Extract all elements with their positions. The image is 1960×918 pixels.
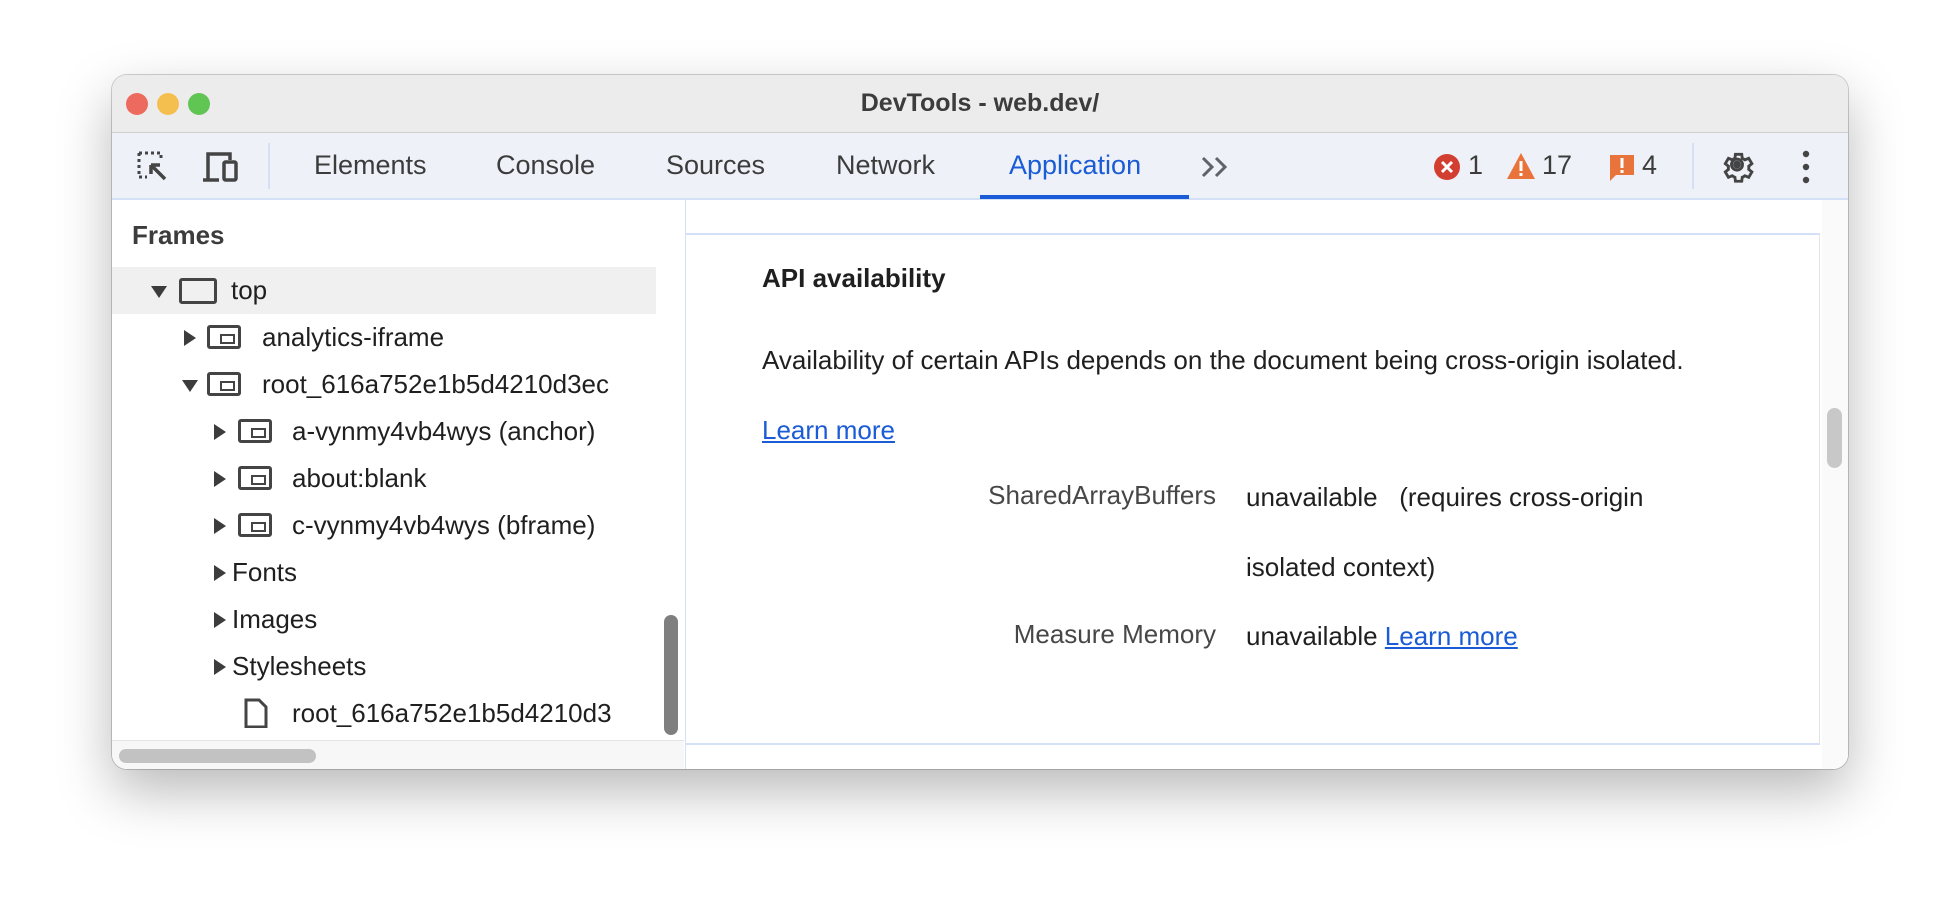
error-count[interactable]: 1 [1468,150,1484,180]
vertical-scrollbar-thumb[interactable] [664,615,678,735]
collapsed-arrow-icon[interactable] [184,330,196,346]
collapsed-arrow-icon[interactable] [214,612,226,628]
tree-item-anchor[interactable]: a-vynmy4vb4wys (anchor) [112,408,656,455]
status-text: unavailable [1246,621,1378,651]
tree-item-stylesheets[interactable]: Stylesheets [112,643,656,690]
horizontal-scrollbar-thumb[interactable] [119,749,316,763]
tree-item-label: about:blank [292,463,427,493]
tab-application[interactable]: Application [1009,150,1142,180]
tree-item-root[interactable]: root_616a752e1b5d4210d3ec [112,361,656,408]
window-frame-icon [179,278,217,304]
tree-item-analytics-iframe[interactable]: analytics-iframe [112,314,656,361]
tree-item-label: a-vynmy4vb4wys (anchor) [292,416,596,446]
more-options-icon[interactable] [1800,149,1812,185]
shared-array-buffers-label: SharedArrayBuffers [988,480,1216,510]
measure-memory-learn-more-link[interactable]: Learn more [1384,621,1518,651]
collapsed-arrow-icon[interactable] [214,518,226,534]
window-title: DevTools - web.dev/ [860,89,1100,117]
collapsed-arrow-icon[interactable] [214,565,226,581]
expanded-arrow-icon[interactable] [182,380,198,392]
minimize-window-button[interactable] [157,93,179,115]
section-heading: API availability [762,263,946,293]
file-icon [244,698,268,728]
tree-item-images[interactable]: Images [112,596,656,643]
api-availability-section: API availability Availability of certain… [686,233,1820,745]
toolbar-divider [1692,143,1694,189]
tree-item-about-blank[interactable]: about:blank [112,455,656,502]
toolbar-divider [268,143,270,189]
tree-item-label: Fonts [232,557,298,587]
issues-count[interactable]: 4 [1642,150,1658,180]
settings-gear-icon[interactable] [1718,148,1756,186]
tab-network[interactable]: Network [836,150,936,180]
frames-sidebar: Frames top analytics-iframe root_616a752… [112,200,686,769]
frames-heading: Frames [132,220,225,250]
vertical-scrollbar-thumb[interactable] [1827,408,1842,468]
tree-item-label: root_616a752e1b5d4210d3 [292,698,612,728]
tree-item-stylesheet-file[interactable]: root_616a752e1b5d4210d3 [112,690,656,737]
status-note: (requires cross-origin isolated context) [1246,482,1644,582]
devtools-window: DevTools - web.dev/ Elements Console Sou… [112,75,1848,769]
tab-console[interactable]: Console [496,150,596,180]
vertical-scrollbar[interactable] [1822,200,1848,769]
tree-item-label: top [231,275,268,305]
collapsed-arrow-icon[interactable] [214,424,226,440]
tab-sources[interactable]: Sources [666,150,766,180]
title-bar: DevTools - web.dev/ [112,75,1848,133]
tree-item-top[interactable]: top [112,267,656,314]
device-toolbar-icon[interactable] [202,150,242,184]
iframe-icon [238,466,272,490]
warning-count[interactable]: 17 [1542,150,1573,180]
measure-memory-label: Measure Memory [1013,619,1216,649]
tree-item-label: analytics-iframe [262,322,445,352]
section-description: Availability of certain APIs depends on … [762,325,1752,465]
active-tab-indicator [980,195,1189,199]
horizontal-scrollbar[interactable] [112,740,684,769]
description-text: Availability of certain APIs depends on … [762,345,1684,375]
tree-item-label: Stylesheets [232,651,367,681]
application-main-panel: API availability Availability of certain… [686,200,1848,769]
status-text: unavailable [1246,482,1378,512]
tree-item-label: c-vynmy4vb4wys (bframe) [292,510,596,540]
iframe-icon [238,513,272,537]
collapsed-arrow-icon[interactable] [214,659,226,675]
shared-array-buffers-value: unavailable (requires cross-origin isola… [1246,462,1716,602]
warning-icon[interactable] [1506,152,1536,180]
tree-item-label: Images [232,604,318,634]
iframe-icon [207,325,241,349]
iframe-icon [207,372,241,396]
collapsed-arrow-icon[interactable] [214,471,226,487]
tree-item-label: root_616a752e1b5d4210d3ec [262,369,610,399]
issues-icon[interactable] [1609,153,1635,183]
inspect-element-icon[interactable] [136,150,170,184]
tree-item-fonts[interactable]: Fonts [112,549,656,596]
iframe-icon [238,419,272,443]
more-tabs-chevron-icon[interactable] [1200,155,1232,179]
close-window-button[interactable] [126,93,148,115]
zoom-window-button[interactable] [188,93,210,115]
expanded-arrow-icon[interactable] [151,286,167,298]
tree-item-bframe[interactable]: c-vynmy4vb4wys (bframe) [112,502,656,549]
devtools-toolbar: Elements Console Sources Network Applica… [112,133,1848,200]
learn-more-link[interactable]: Learn more [762,415,895,445]
tab-elements[interactable]: Elements [314,150,427,180]
error-icon[interactable] [1433,153,1461,181]
measure-memory-value: unavailable Learn more [1246,601,1716,671]
